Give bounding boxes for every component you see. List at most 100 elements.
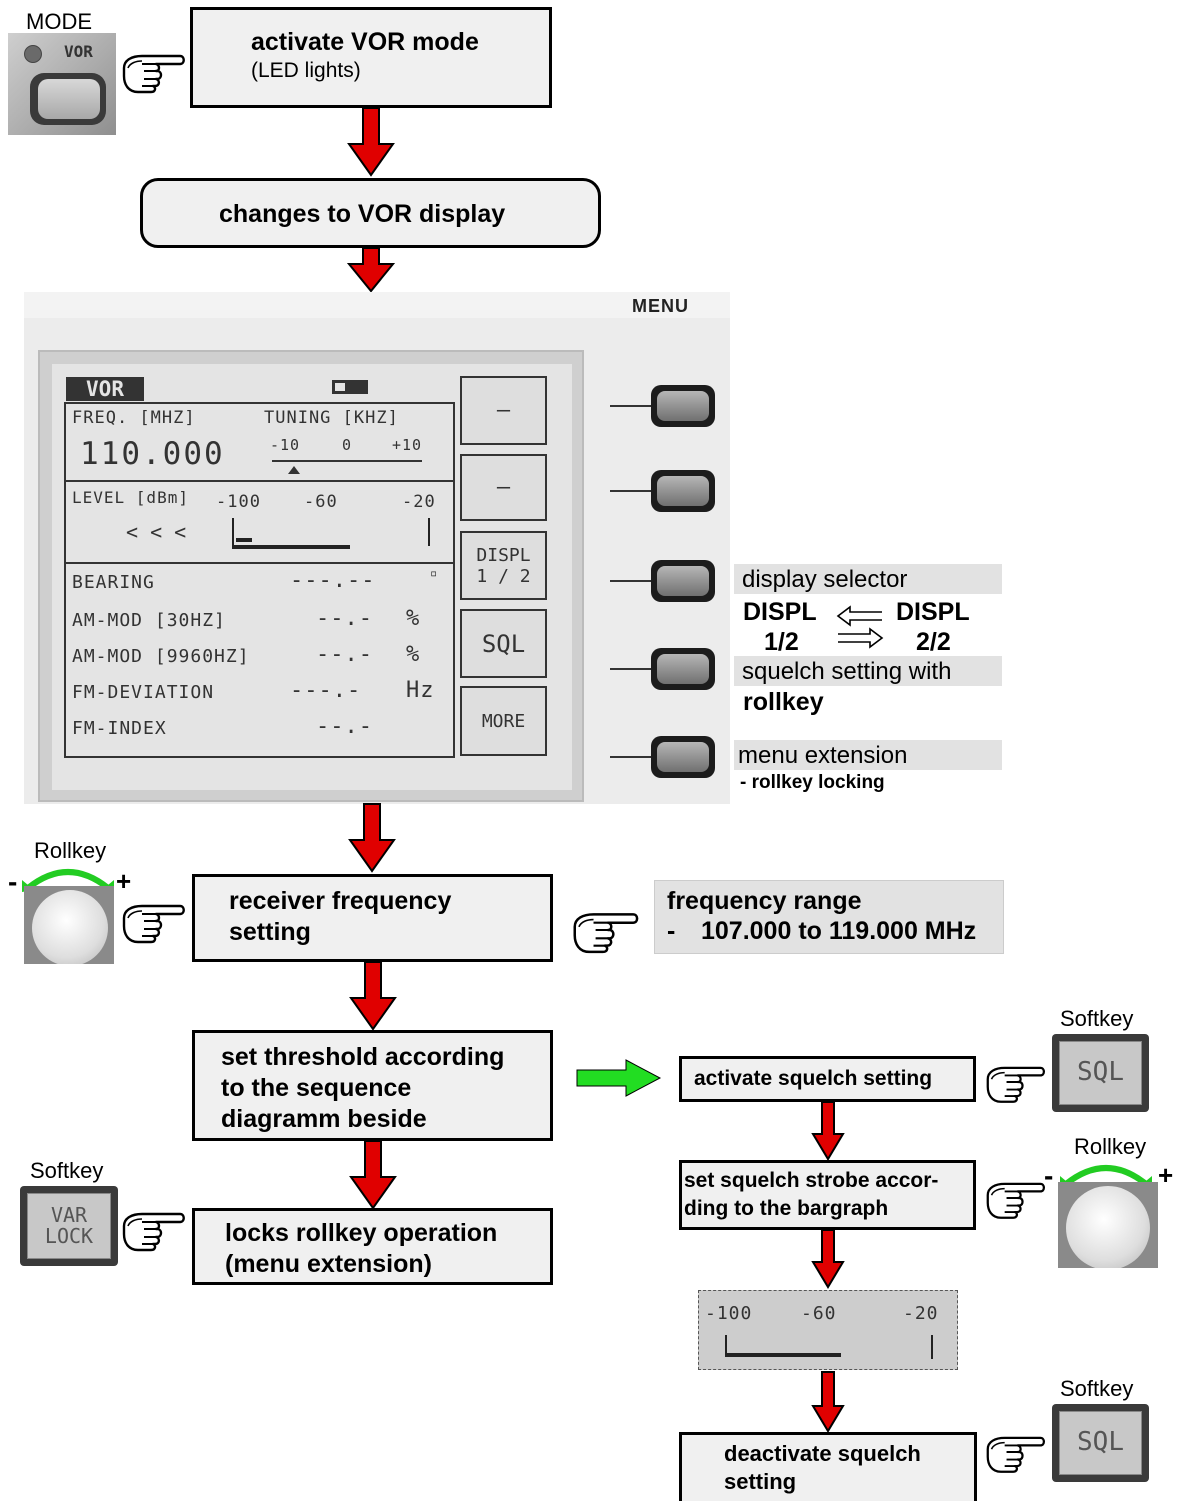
- squelch-rollkey-label: rollkey: [743, 688, 824, 716]
- vor-button-label: VOR: [64, 42, 93, 61]
- rollkey-label: Rollkey: [34, 838, 107, 863]
- bargraph-tick-label: -60: [801, 1303, 837, 1324]
- displ-left-label: DISPL: [743, 598, 817, 626]
- step-title: set threshold according: [221, 1043, 505, 1071]
- step-set-threshold: set threshold according to the sequence …: [192, 1030, 553, 1141]
- rollkey-plus: +: [1158, 1160, 1174, 1190]
- rollkey-label: Rollkey: [1074, 1134, 1147, 1159]
- level-tick-label: -60: [304, 492, 338, 512]
- tuning-tick-label: -10: [270, 436, 301, 454]
- softkey-text: VAR: [50, 1203, 88, 1227]
- step-title: setting: [229, 918, 311, 946]
- level-bargraph-bar: [232, 545, 350, 549]
- rollkey-knob[interactable]: [24, 886, 114, 964]
- fm-index-value: --.-: [316, 714, 373, 739]
- arrow-right-icon: [838, 627, 884, 649]
- step-title: deactivate squelch: [724, 1441, 921, 1466]
- softkey-label: Softkey: [1060, 1376, 1134, 1401]
- softkey-text: SQL: [1059, 1411, 1142, 1475]
- level-tick-label: -20: [402, 492, 436, 512]
- flow-arrow-3: [348, 803, 396, 873]
- vor-mode-button[interactable]: VOR: [8, 33, 116, 135]
- battery-icon: [332, 380, 368, 394]
- fm-deviation-unit: Hz: [406, 678, 435, 703]
- branch-arrow-green: [576, 1059, 662, 1097]
- rollkey-plus: +: [116, 866, 132, 896]
- flow-arrow-6: [811, 1101, 845, 1161]
- flow-arrow-4: [349, 961, 397, 1031]
- am-mod-30hz-value: --.-: [316, 606, 373, 631]
- lcd-main-frame: [64, 402, 455, 758]
- flow-arrow-8: [811, 1371, 845, 1433]
- squelch-bargraph: -100 -60 -20: [698, 1290, 958, 1370]
- step-title: activate squelch setting: [694, 1067, 933, 1090]
- hardware-softkey-1[interactable]: [651, 385, 715, 427]
- pointing-hand-icon: [984, 1176, 1046, 1220]
- display-selector-label: display selector: [742, 566, 908, 593]
- rollkey-knob[interactable]: [1058, 1182, 1158, 1268]
- step-deactivate-squelch: deactivate squelch setting: [679, 1432, 977, 1501]
- step-subtitle: (LED lights): [251, 59, 361, 82]
- step-title: receiver frequency: [229, 887, 452, 915]
- level-arrows: < < <: [126, 520, 187, 544]
- step-activate-squelch: activate squelch setting: [679, 1056, 976, 1102]
- pointing-hand-icon: [120, 48, 186, 94]
- menu-extension-label: menu extension: [738, 742, 908, 769]
- menu-label: MENU: [632, 296, 689, 316]
- var-lock-softkey[interactable]: VAR LOCK: [20, 1186, 118, 1266]
- lcd-softkey-1: –: [460, 376, 547, 445]
- bargraph-tick-label: -20: [903, 1303, 939, 1324]
- tuning-tick-label: +10: [392, 436, 423, 454]
- lcd-softkey-line: 1 / 2: [476, 565, 531, 587]
- sql-softkey[interactable]: SQL: [1052, 1404, 1149, 1482]
- frequency-range-dash: -: [667, 917, 676, 945]
- bearing-unit: ▫: [430, 566, 439, 580]
- step-title: diagramm beside: [221, 1105, 427, 1133]
- step-activate-vor-mode: activate VOR mode (LED lights): [190, 7, 552, 108]
- hardware-softkey-displ[interactable]: [651, 560, 715, 602]
- displ-right-page: 2/2: [916, 628, 951, 656]
- level-tick-label: -100: [216, 492, 261, 512]
- fm-index-label: FM-INDEX: [72, 718, 167, 739]
- step-title: ding to the bargraph: [684, 1197, 889, 1220]
- level-label: LEVEL [dBm]: [72, 488, 189, 507]
- step-title: to the sequence: [221, 1074, 412, 1102]
- rollkey-locking-label: - rollkey locking: [740, 772, 885, 793]
- step-title: set squelch strobe accor-: [684, 1169, 939, 1192]
- am-mod-9960hz-value: --.-: [316, 642, 373, 667]
- frequency-range-note: frequency range - 107.000 to 119.000 MHz: [654, 880, 1004, 954]
- pointing-hand-icon: [984, 1430, 1046, 1474]
- tuning-scale: [272, 460, 422, 462]
- hardware-softkey-2[interactable]: [651, 470, 715, 512]
- frequency-range-value: 107.000 to 119.000 MHz: [701, 917, 977, 945]
- rollkey-minus: -: [8, 866, 18, 897]
- sql-softkey[interactable]: SQL: [1052, 1034, 1149, 1112]
- step-locks-rollkey: locks rollkey operation (menu extension): [192, 1208, 553, 1285]
- freq-value: 110.000: [80, 436, 225, 472]
- hardware-softkey-sql[interactable]: [651, 648, 715, 690]
- freq-label: FREQ. [MHZ]: [72, 408, 196, 428]
- am-mod-9960hz-unit: %: [406, 642, 421, 667]
- led-icon: [24, 45, 42, 63]
- squelch-setting-label: squelch setting with: [742, 658, 952, 685]
- softkey-text: SQL: [1059, 1041, 1142, 1105]
- bargraph-bar: [725, 1353, 841, 1357]
- hardware-softkey-more[interactable]: [651, 736, 715, 778]
- rollkey-minus: -: [1044, 1160, 1054, 1191]
- am-mod-30hz-label: AM-MOD [30HZ]: [72, 610, 226, 631]
- tuning-pointer-icon: [288, 466, 300, 474]
- lcd-softkey-displ: DISPL 1 / 2: [460, 531, 547, 600]
- softkey-label: Softkey: [30, 1158, 104, 1183]
- flow-arrow-7: [811, 1229, 845, 1289]
- flow-arrow-5: [349, 1140, 397, 1210]
- tuning-label: TUNING [KHZ]: [264, 408, 399, 428]
- frequency-range-title: frequency range: [667, 887, 862, 915]
- step-receiver-frequency-setting: receiver frequency setting: [192, 874, 553, 962]
- pointing-hand-icon: [984, 1060, 1046, 1104]
- step-set-squelch-strobe: set squelch strobe accor- ding to the ba…: [679, 1160, 976, 1230]
- step-changes-to-vor-display: changes to VOR display: [140, 178, 601, 248]
- displ-left-page: 1/2: [764, 628, 799, 656]
- softkey-text: LOCK: [44, 1224, 94, 1248]
- step-title: setting: [724, 1469, 797, 1494]
- lcd-softkey-2: –: [460, 454, 547, 521]
